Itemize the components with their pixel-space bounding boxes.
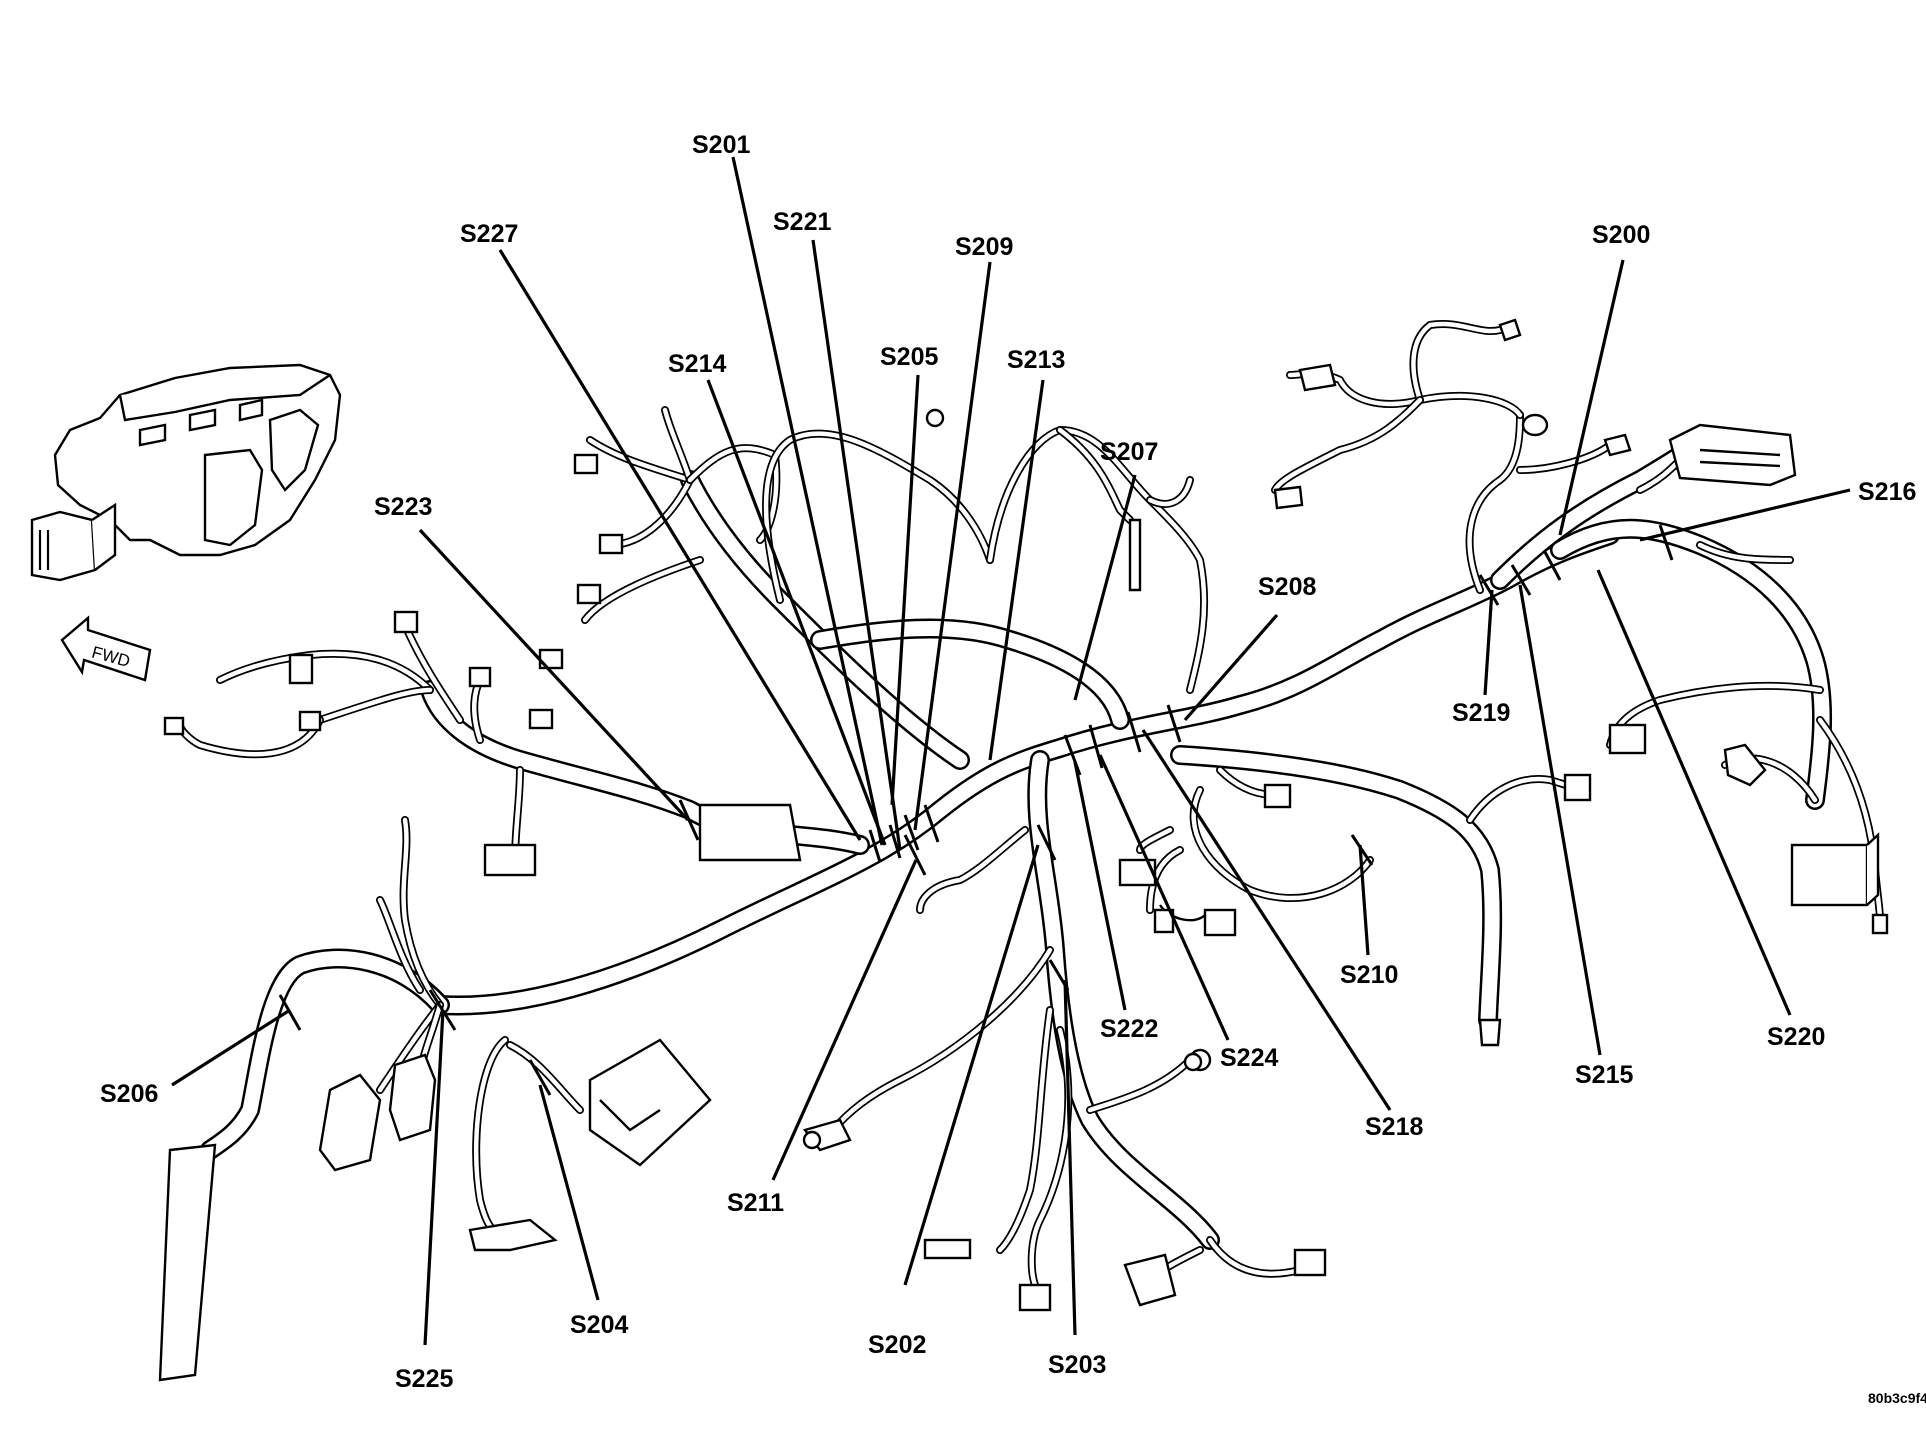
leader-s205 [890, 374, 920, 806]
connector-icon [923, 1238, 972, 1260]
label-s213: S213 [1007, 346, 1065, 374]
leader-s211 [771, 859, 918, 1181]
figure-reference-code: 80b3c9f4 [1868, 1390, 1926, 1406]
connector-icon [1123, 1253, 1177, 1307]
connector-icon [483, 843, 537, 877]
label-s205: S205 [880, 343, 938, 371]
connector-icon [1498, 318, 1522, 342]
connector-icon [573, 453, 599, 475]
connector-icon [468, 1218, 558, 1252]
label-s200: S200 [1592, 221, 1650, 249]
splice-cross-marks [278, 524, 1674, 1096]
label-s201: S201 [692, 131, 750, 159]
connector-icon [163, 716, 185, 736]
connector-icon [388, 1053, 437, 1142]
connector-icon [1603, 433, 1632, 457]
sensor-plug-icon [1478, 1018, 1502, 1047]
label-s225: S225 [395, 1365, 453, 1393]
leader-s208 [1183, 613, 1279, 722]
label-s203: S203 [1048, 1351, 1106, 1379]
leader-s213 [988, 379, 1045, 761]
leader-s222 [1073, 761, 1127, 1011]
connector-icon [1563, 773, 1592, 802]
ring-terminal-icon [925, 408, 945, 428]
connector-icon [1293, 1248, 1327, 1277]
leader-s214 [706, 379, 887, 846]
connector-icon [1203, 908, 1237, 937]
label-s216: S216 [1858, 478, 1916, 506]
label-s210: S210 [1340, 961, 1398, 989]
leader-s207 [1073, 474, 1137, 701]
connector-icon [1608, 723, 1647, 755]
leader-s209 [913, 261, 992, 831]
connector-icon [1018, 1283, 1052, 1312]
connector-icon [576, 583, 602, 605]
grommet-icon [1521, 413, 1549, 437]
sensor-plug-icon [1128, 518, 1142, 592]
label-s214: S214 [668, 350, 726, 378]
connector-icon [1263, 783, 1292, 809]
connector-icon [1723, 743, 1767, 787]
leader-s218 [1141, 729, 1392, 1111]
label-s211: S211 [727, 1189, 784, 1217]
leader-s216 [1639, 488, 1851, 542]
connector-icon [298, 710, 322, 732]
label-s227: S227 [460, 220, 518, 248]
instrument-panel-illustration [30, 363, 342, 582]
leader-s224 [1098, 754, 1230, 1041]
label-s218: S218 [1365, 1113, 1423, 1141]
connector-icon [288, 653, 314, 685]
connector-icon [528, 708, 554, 730]
leader-lines [171, 156, 1851, 1346]
splice-labels: S201 S221 S209 S227 S214 S205 S213 S207 … [100, 131, 1916, 1393]
control-module-icon [588, 1038, 712, 1167]
label-s219: S219 [1452, 699, 1510, 727]
connector-icon [1273, 485, 1304, 510]
label-s204: S204 [570, 1311, 628, 1339]
leader-s210 [1358, 844, 1370, 956]
label-s221: S221 [773, 208, 831, 236]
forward-direction-arrow-icon: FWD [60, 615, 152, 682]
leader-s223 [418, 528, 690, 822]
sensor-module-icon [158, 1143, 217, 1382]
label-s224: S224 [1220, 1044, 1278, 1072]
connector-icon [318, 1073, 382, 1172]
connector-icon [598, 533, 624, 555]
leader-s201 [731, 156, 884, 846]
fuse-block-icon [1668, 423, 1797, 487]
leader-s219 [1483, 589, 1494, 696]
connector-icon [393, 610, 419, 634]
connector-icon [468, 666, 492, 688]
label-s206: S206 [100, 1080, 158, 1108]
leader-s204 [538, 1084, 600, 1301]
label-s220: S220 [1767, 1023, 1825, 1051]
label-s222: S222 [1100, 1015, 1158, 1043]
leader-s202 [903, 844, 1040, 1286]
connectors [158, 318, 1889, 1382]
label-s223: S223 [374, 493, 432, 521]
label-s209: S209 [955, 233, 1013, 261]
connector-icon [1871, 913, 1889, 935]
leader-s200 [1558, 259, 1625, 536]
label-s207: S207 [1100, 438, 1158, 466]
leader-s220 [1596, 569, 1792, 1016]
label-s208: S208 [1258, 573, 1316, 601]
harness-bracket-icon [698, 803, 802, 862]
junction-module-icon [1790, 843, 1869, 907]
label-s215: S215 [1575, 1061, 1633, 1089]
leader-s225 [423, 1009, 445, 1346]
connector-icon [1298, 363, 1337, 392]
leader-s221 [811, 239, 902, 851]
leader-s227 [498, 249, 862, 841]
leader-s203 [1063, 979, 1077, 1336]
leader-s215 [1518, 584, 1602, 1056]
leader-s206 [171, 1008, 291, 1087]
label-s202: S202 [868, 1331, 926, 1359]
